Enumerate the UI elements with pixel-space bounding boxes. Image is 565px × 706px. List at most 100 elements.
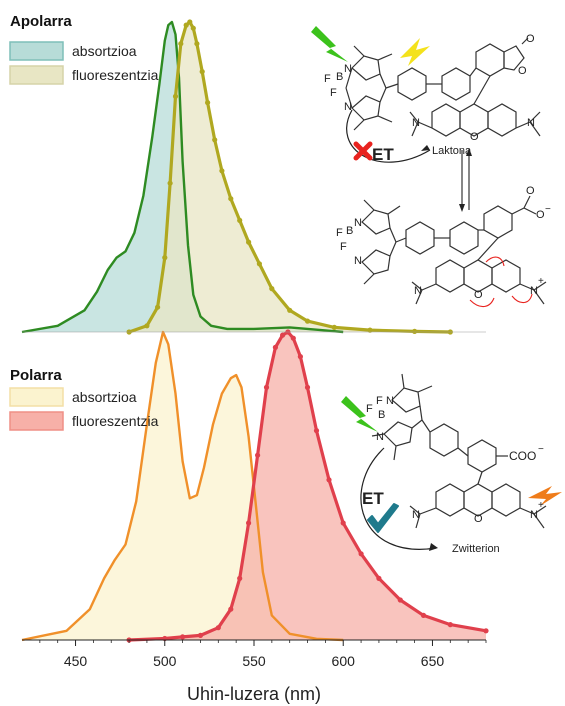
scheme-open-form-labels: F B F N N O O − O N N + — [336, 185, 551, 301]
xanthene-ring — [431, 103, 461, 137]
data-point — [255, 452, 261, 458]
phenyl-ring — [397, 67, 427, 101]
x-tick-label: 600 — [332, 653, 356, 669]
atom-label: O — [526, 185, 535, 197]
pyrrole-ring — [383, 421, 413, 447]
pyrrole-ring — [361, 249, 391, 275]
x-tick-label: 450 — [64, 653, 88, 669]
data-point — [228, 196, 234, 202]
x-tick-label: 650 — [421, 653, 445, 669]
phenyl-ring — [467, 439, 497, 473]
scheme-open-form — [361, 195, 547, 308]
atom-label: N — [530, 285, 538, 297]
pyrrole-ring — [351, 95, 381, 121]
checkmark-icon — [367, 503, 399, 533]
data-point — [358, 551, 364, 557]
data-point — [187, 19, 193, 25]
panel-polarra — [21, 329, 489, 643]
data-point — [367, 327, 373, 333]
electron-push-arrow — [485, 256, 505, 267]
legend-label-fluorescence: fluoreszentzia — [72, 413, 159, 429]
data-point — [199, 69, 205, 75]
yellow-lightning-icon — [400, 38, 430, 66]
data-point — [212, 137, 218, 143]
legend-swatch-fluorescence — [9, 411, 64, 431]
scheme-laktona — [311, 26, 541, 163]
data-point — [183, 22, 189, 28]
panel-label-polarra: Polarra — [10, 367, 62, 384]
data-point — [420, 612, 427, 619]
green-lightning-icon — [311, 26, 348, 62]
charge-label: − — [538, 444, 544, 455]
data-point — [190, 25, 196, 31]
curve-fluorescence — [128, 20, 451, 334]
xanthene-ring — [491, 483, 521, 517]
data-point — [326, 477, 332, 483]
data-point — [237, 217, 243, 223]
et-label: ET — [362, 489, 384, 508]
atom-label: O — [470, 131, 479, 143]
data-point — [219, 168, 225, 174]
scheme-zwitterion-labels: F B F N N COO − O N N + ET Zwitterion — [362, 395, 544, 555]
coo-label: COO — [509, 449, 536, 463]
legend-swatch-absorption — [9, 387, 64, 407]
cross-icon — [353, 141, 373, 161]
atom-label: O — [474, 289, 483, 301]
atom-label: O — [536, 209, 545, 221]
atom-label: F — [336, 227, 343, 239]
legend-label-fluorescence: fluoreszentzia — [72, 67, 159, 83]
data-point — [180, 634, 186, 640]
x-axis-label: Uhin-luzera (nm) — [187, 684, 321, 704]
legend-label-absorption: absortzioa — [72, 43, 137, 59]
data-point — [297, 354, 303, 360]
data-point — [197, 632, 204, 639]
data-point — [269, 286, 275, 292]
data-point — [263, 384, 270, 390]
arrow-head-icon — [429, 543, 438, 551]
data-point — [447, 622, 453, 628]
pyrrole-ring — [391, 387, 421, 413]
atom-label: N — [414, 285, 422, 297]
et-label: ET — [372, 145, 394, 164]
lactone-ring — [503, 45, 525, 71]
atom-label: F — [376, 395, 383, 407]
atom-label: F — [340, 241, 347, 253]
atom-label: O — [518, 65, 527, 77]
arrow-head-icon — [466, 148, 472, 156]
data-point — [280, 332, 286, 338]
data-point — [237, 575, 243, 582]
data-point — [376, 575, 382, 582]
atom-label: N — [344, 63, 352, 75]
arrow-head-icon — [421, 145, 430, 151]
atom-label: N — [354, 217, 362, 229]
compound-label: Zwitterion — [452, 543, 500, 555]
electron-push-arrow — [511, 293, 533, 304]
atom-label: N — [530, 509, 538, 521]
atom-label: N — [412, 117, 420, 129]
atom-label: N — [354, 255, 362, 267]
charge-label: + — [538, 276, 544, 287]
charge-label: + — [538, 500, 544, 511]
data-point — [397, 597, 403, 603]
xanthene-ring — [487, 103, 517, 137]
atom-label: B — [346, 225, 353, 237]
legend-label-absorption: absortzioa — [72, 389, 137, 405]
benzoate-ring — [483, 205, 513, 239]
data-point — [287, 307, 293, 313]
data-point — [256, 261, 262, 267]
atom-label: B — [336, 71, 343, 83]
electron-push-arrow — [469, 297, 495, 308]
atom-label: F — [324, 73, 331, 85]
et-arrow — [346, 109, 431, 163]
data-point — [178, 41, 184, 47]
panel-apolarra — [21, 19, 453, 335]
phenyl-ring — [441, 67, 471, 101]
charge-label: − — [545, 204, 551, 215]
data-point — [194, 41, 200, 47]
atom-label: N — [386, 395, 394, 407]
et-arrow — [360, 447, 437, 550]
pyrrole-ring — [361, 209, 391, 235]
xanthene-ring — [435, 259, 465, 293]
